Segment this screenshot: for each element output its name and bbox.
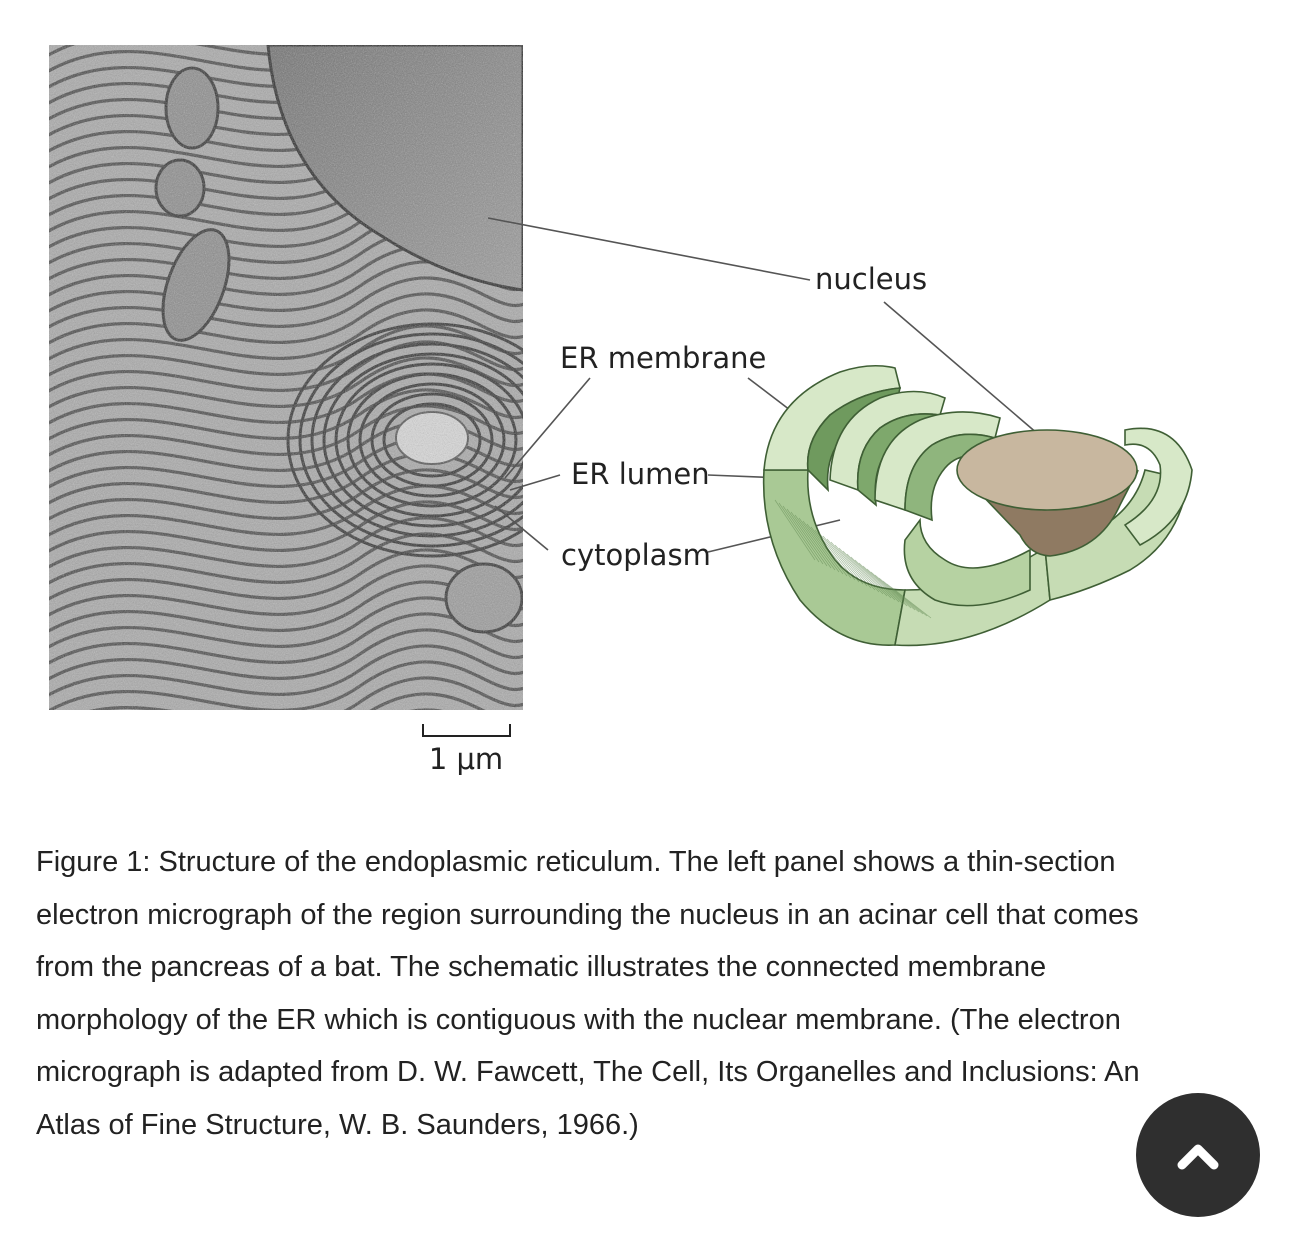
- er-hatch-line: [838, 547, 880, 593]
- er-hatch-line: [798, 517, 840, 573]
- er-hatch-line: [802, 520, 844, 575]
- er-hatch-line: [854, 559, 896, 601]
- chevron-up-icon: [1177, 1144, 1219, 1170]
- label-cytoplasm: cytoplasm: [561, 538, 711, 572]
- er-hatch-line: [790, 511, 832, 569]
- er-hatch-line: [858, 562, 900, 603]
- er-schematic: [762, 364, 1193, 647]
- er-hatch-line: [814, 529, 856, 581]
- scroll-to-top-button[interactable]: [1136, 1093, 1260, 1217]
- er-hatch-line: [866, 568, 908, 607]
- er-hatch-line: [862, 565, 904, 605]
- figure-caption: Figure 1: Structure of the endoplasmic r…: [36, 846, 1140, 1141]
- label-nucleus: nucleus: [815, 262, 927, 296]
- electron-micrograph: [49, 45, 523, 710]
- er-hatch-line: [822, 535, 864, 585]
- er-hatch-line: [778, 502, 820, 563]
- er-hatch-line: [846, 553, 888, 597]
- er-hatch-line: [810, 526, 852, 579]
- label-er-membrane: ER membrane: [560, 341, 766, 375]
- labels: nucleus ER membrane ER lumen cytoplasm: [560, 262, 927, 572]
- er-hatch-line: [826, 538, 868, 587]
- er-hatch-line: [806, 523, 848, 577]
- label-er-lumen: ER lumen: [571, 457, 710, 491]
- er-hatch-line: [870, 571, 912, 609]
- er-hatch-line: [774, 499, 816, 561]
- er-hatch-line: [794, 514, 836, 571]
- er-hatch-line: [874, 574, 916, 611]
- er-hatch-line: [842, 550, 884, 595]
- er-hatch-line: [782, 505, 824, 565]
- er-hatch-line: [850, 556, 892, 599]
- scale-bar-label: 1 μm: [429, 742, 503, 776]
- er-hatch-line: [818, 532, 860, 583]
- er-figure: 1 μm nucleus ER membrane ER lumen cytopl…: [49, 45, 1193, 776]
- er-hatch-line: [890, 586, 932, 619]
- er-hatch-line: [786, 508, 828, 567]
- er-hatch-line: [834, 544, 876, 591]
- er-hatch-line: [830, 541, 872, 589]
- scale-bar: 1 μm: [422, 724, 511, 776]
- er-hatch-line: [878, 577, 920, 613]
